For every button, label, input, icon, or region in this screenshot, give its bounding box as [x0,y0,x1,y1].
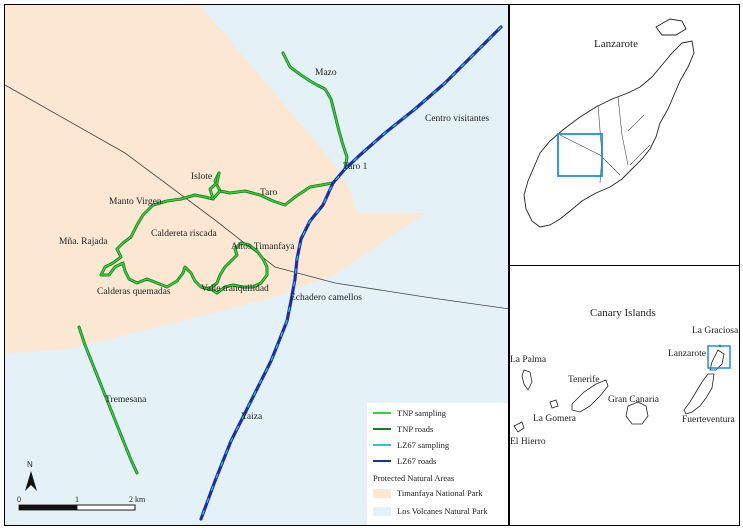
label-lanzarote-title: Lanzarote [594,38,638,50]
label-tenerife: Tenerife [568,375,600,385]
canary-islands-inset: Canary Islands La Graciosa Lanzarote La … [509,265,740,526]
label-echadero-camellos: Echadero camellos [290,293,363,303]
label-gran-canaria: Gran Canaria [608,395,659,405]
legend-label-timanfaya: Timanfaya National Park [397,488,483,498]
lz67-road [199,25,503,521]
label-valle-tranquilidad: Valle tranquilidad [201,284,269,294]
legend-item-lz67-sampling: LZ67 sampling [373,439,449,451]
north-label: N [27,460,33,469]
label-caldereta-riscada: Caldereta riscada [151,229,217,239]
main-map: N Mazo Centro visitantes Taro 1 Islote T… [4,4,509,526]
label-islote: Islote [191,172,213,182]
legend-swatch-lz67-sampling [373,444,391,446]
label-la-gomera: La Gomera [533,414,576,424]
label-la-palma: La Palma [510,355,547,365]
label-fuerteventura: Fuerteventura [682,415,735,425]
island-gran-canaria [625,401,649,425]
legend-swatch-lz67-roads [373,460,391,462]
municipal-boundary-line [5,84,508,310]
legend-item-los-volcanes: Los Volcanes Natural Park [373,505,488,517]
study-area-box [557,133,603,177]
label-mna-rajada: Mña. Rajada [59,237,108,247]
legend-swatch-tnp-sampling [373,412,391,414]
legend-swatch-tnp-roads [373,428,391,430]
legend-item-lz67-roads: LZ67 roads [373,455,436,467]
island-lanzarote [709,349,725,371]
label-tremesana: Tremesana [105,395,147,405]
island-fuerteventura [683,373,715,415]
legend-label-tnp-sampling: TNP sampling [397,408,447,418]
legend-swatch-timanfaya [373,488,391,498]
island-tenerife [571,379,609,413]
label-lanzarote: Lanzarote [668,349,706,359]
legend-label-lz67-sampling: LZ67 sampling [397,440,450,450]
label-calderas-quemadas: Calderas quemadas [97,287,171,297]
scale-label-1: 1 [75,495,79,504]
label-el-hierro: El Hierro [510,437,546,447]
island-el-hierro [513,421,525,433]
legend-swatch-los-volcanes [373,506,391,516]
la-graciosa-islet [655,18,687,36]
white-coast-area [285,5,508,165]
label-taro-1: Taro 1 [343,162,368,172]
main-map-canvas: N [5,5,508,525]
scale-label-2km: 2 km [129,495,146,504]
lanzarote-inset: Lanzarote [509,4,740,266]
island-la-gomera [549,399,559,409]
label-altos-timanfaya: Altos Timanfaya [231,242,295,252]
label-taro: Taro [260,188,278,198]
label-centro-visitantes: Centro visitantes [425,114,490,124]
label-la-graciosa: La Graciosa [692,326,739,336]
municipal-boundaries [559,96,651,184]
legend-item-tnp-roads: TNP roads [373,423,433,435]
scale-bar [18,504,136,511]
scale-label-0: 0 [17,495,21,504]
tnp-sampling-routes [77,51,349,475]
map-legend: TNP sampling TNP roads LZ67 sampling LZ6… [367,403,508,525]
lanzarote-outline [523,40,695,228]
legend-label-lz67-roads: LZ67 roads [397,456,437,466]
canary-inset-canvas [513,344,731,433]
lanzarote-inset-canvas [523,18,695,228]
legend-item-timanfaya: Timanfaya National Park [373,487,483,499]
label-canary-islands-title: Canary Islands [590,307,656,319]
legend-label-los-volcanes: Los Volcanes Natural Park [397,506,488,516]
north-arrow-icon [25,471,37,491]
label-manto-virgen: Manto Virgen [109,197,162,207]
label-yaiza: Yaiza [241,412,263,422]
label-mazo: Mazo [315,68,337,78]
legend-areas-heading: Protected Natural Areas [373,473,455,483]
island-la-palma [521,369,533,391]
legend-label-tnp-roads: TNP roads [397,424,434,434]
lanzarote-highlight-box [707,345,731,369]
legend-item-tnp-sampling: TNP sampling [373,407,446,419]
